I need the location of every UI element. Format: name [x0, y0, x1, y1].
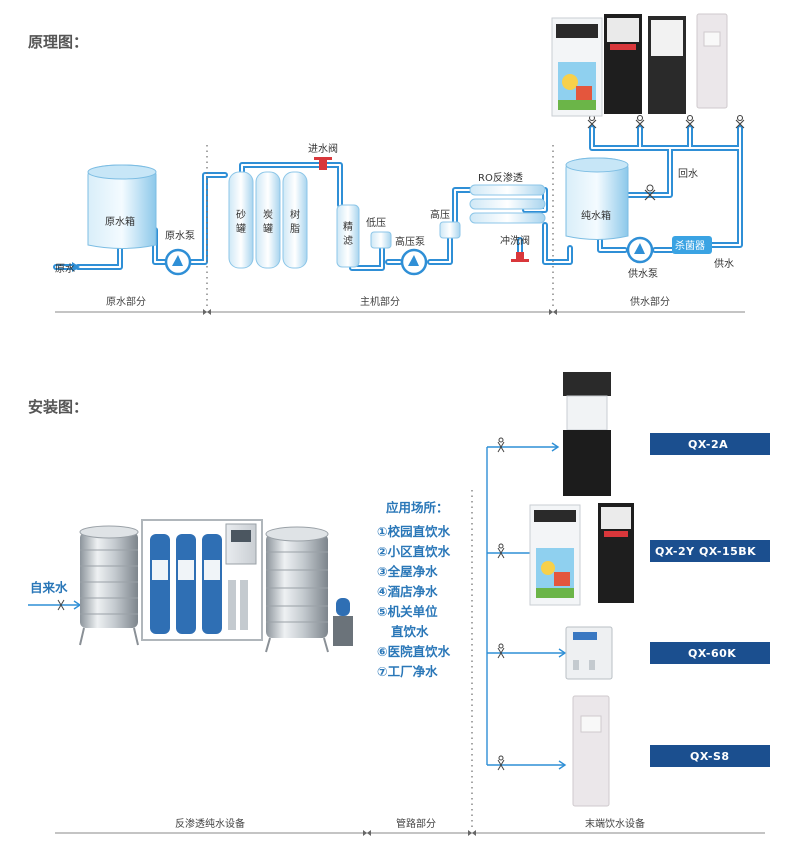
dispenser-valves — [587, 114, 745, 129]
application-item: ⑥医院直饮水 — [377, 644, 451, 659]
install-section-ro: 反渗透纯水设备 — [175, 817, 245, 830]
sterilizer-label: 杀菌器 — [675, 239, 705, 252]
install-section-pipes: 管路部分 — [396, 817, 436, 830]
dispenser-qx-60k — [565, 626, 613, 680]
raw-tank-label: 原水箱 — [105, 215, 135, 228]
dispenser-qx-2y — [529, 504, 581, 606]
svg-text:罐: 罐 — [236, 222, 246, 235]
install-footer: 反渗透纯水设备 管路部分 末端饮水设备 — [55, 817, 765, 836]
svg-text:精: 精 — [343, 220, 353, 233]
supply-pump-label: 供水泵 — [628, 267, 658, 280]
ro-label: RO反渗透 — [478, 171, 523, 184]
applications-title: 应用场所： — [386, 500, 449, 515]
dispenser-slim — [696, 13, 728, 109]
principle-section-supply: 供水部分 — [630, 295, 670, 308]
svg-text:罐: 罐 — [263, 222, 273, 235]
distribution-pipes — [486, 442, 567, 770]
svg-text:脂: 脂 — [290, 222, 300, 235]
flush-valve — [511, 252, 529, 262]
low-pressure-switch — [370, 231, 392, 249]
return-water-label: 回水 — [678, 168, 698, 180]
resin-tank: 树 脂 — [282, 171, 308, 269]
principle-title: 原理图： — [28, 33, 88, 51]
sterilizer: 杀菌器 — [672, 236, 712, 254]
dispenser-qx-15bk — [598, 503, 634, 603]
inlet-valve-label: 进水阀 — [308, 142, 338, 155]
model-box — [650, 540, 770, 562]
install-title: 安装图： — [28, 398, 88, 416]
application-item: ④酒店净水 — [377, 584, 438, 599]
model-box — [650, 433, 770, 455]
raw-pump-label: 原水泵 — [165, 230, 195, 242]
fine-filter: 精 滤 — [336, 204, 360, 268]
model-qx-60k: QX-60K — [688, 647, 736, 660]
model-labels: QX-2A QX-2Y QX-15BK QX-60K QX-S8 — [650, 433, 770, 767]
supply-water-label: 供水 — [714, 257, 734, 270]
supply-pump — [626, 236, 654, 264]
svg-text:滤: 滤 — [343, 234, 353, 247]
hp-pump-label: 高压泵 — [395, 235, 425, 248]
applications: 应用场所： ①校园直饮水 ②小区直饮水 ③全屋净水 ④酒店净水 ⑤机关单位 直饮… — [377, 500, 451, 679]
model-box — [650, 642, 770, 664]
dispenser-white-black — [648, 16, 686, 114]
sand-tank: 砂 罐 — [228, 171, 254, 269]
application-item: 直饮水 — [391, 624, 429, 639]
flush-valve-label: 冲洗阀 — [500, 234, 530, 247]
raw-water-label: 原水 — [55, 263, 75, 275]
application-item: ⑦工厂净水 — [377, 664, 438, 679]
dispenser-cartoon-small — [551, 17, 603, 117]
dispenser-qx-s8 — [572, 695, 610, 807]
principle-section-main: 主机部分 — [360, 295, 400, 308]
pure-tank-label: 纯水箱 — [581, 209, 611, 222]
svg-text:砂: 砂 — [236, 208, 246, 221]
low-pressure-label: 低压 — [366, 216, 386, 229]
high-pressure-label: 高压 — [430, 208, 450, 221]
tap-water-pipe — [28, 599, 82, 611]
dispenser-black — [604, 14, 642, 114]
return-check-valve — [644, 184, 656, 201]
model-qx-s8: QX-S8 — [690, 750, 730, 763]
svg-text:树: 树 — [290, 208, 300, 221]
model-box — [650, 745, 770, 767]
principle-dividers — [206, 145, 554, 310]
ro-equipment — [79, 519, 353, 653]
high-pressure-switch — [439, 221, 461, 239]
dispenser-qx-2a — [563, 372, 611, 496]
principle-pipes — [53, 125, 743, 272]
high-pressure-pump — [400, 248, 428, 276]
inlet-valve — [314, 157, 332, 170]
application-item: ⑤机关单位 — [377, 604, 438, 619]
ro-membranes — [469, 184, 546, 224]
raw-water-tank: 原水箱 — [87, 164, 157, 249]
principle-section-raw: 原水部分 — [106, 295, 146, 308]
principle-footer: 原水部分 主机部分 供水部分 — [55, 295, 745, 315]
install-section-terminal: 末端饮水设备 — [585, 817, 645, 830]
pure-water-tank: 纯水箱 — [565, 157, 629, 240]
tap-water-label: 自来水 — [30, 580, 68, 595]
model-qx-2a: QX-2A — [688, 438, 728, 451]
carbon-tank: 炭 罐 — [255, 171, 281, 269]
raw-pump — [164, 248, 192, 276]
model-qx-2y-qx-15bk: QX-2Y QX-15BK — [655, 545, 756, 558]
svg-text:炭: 炭 — [263, 209, 273, 221]
application-item: ①校园直饮水 — [377, 524, 451, 539]
distribution-valves — [497, 437, 505, 771]
application-item: ②小区直饮水 — [377, 544, 451, 559]
application-item: ③全屋净水 — [377, 564, 438, 579]
